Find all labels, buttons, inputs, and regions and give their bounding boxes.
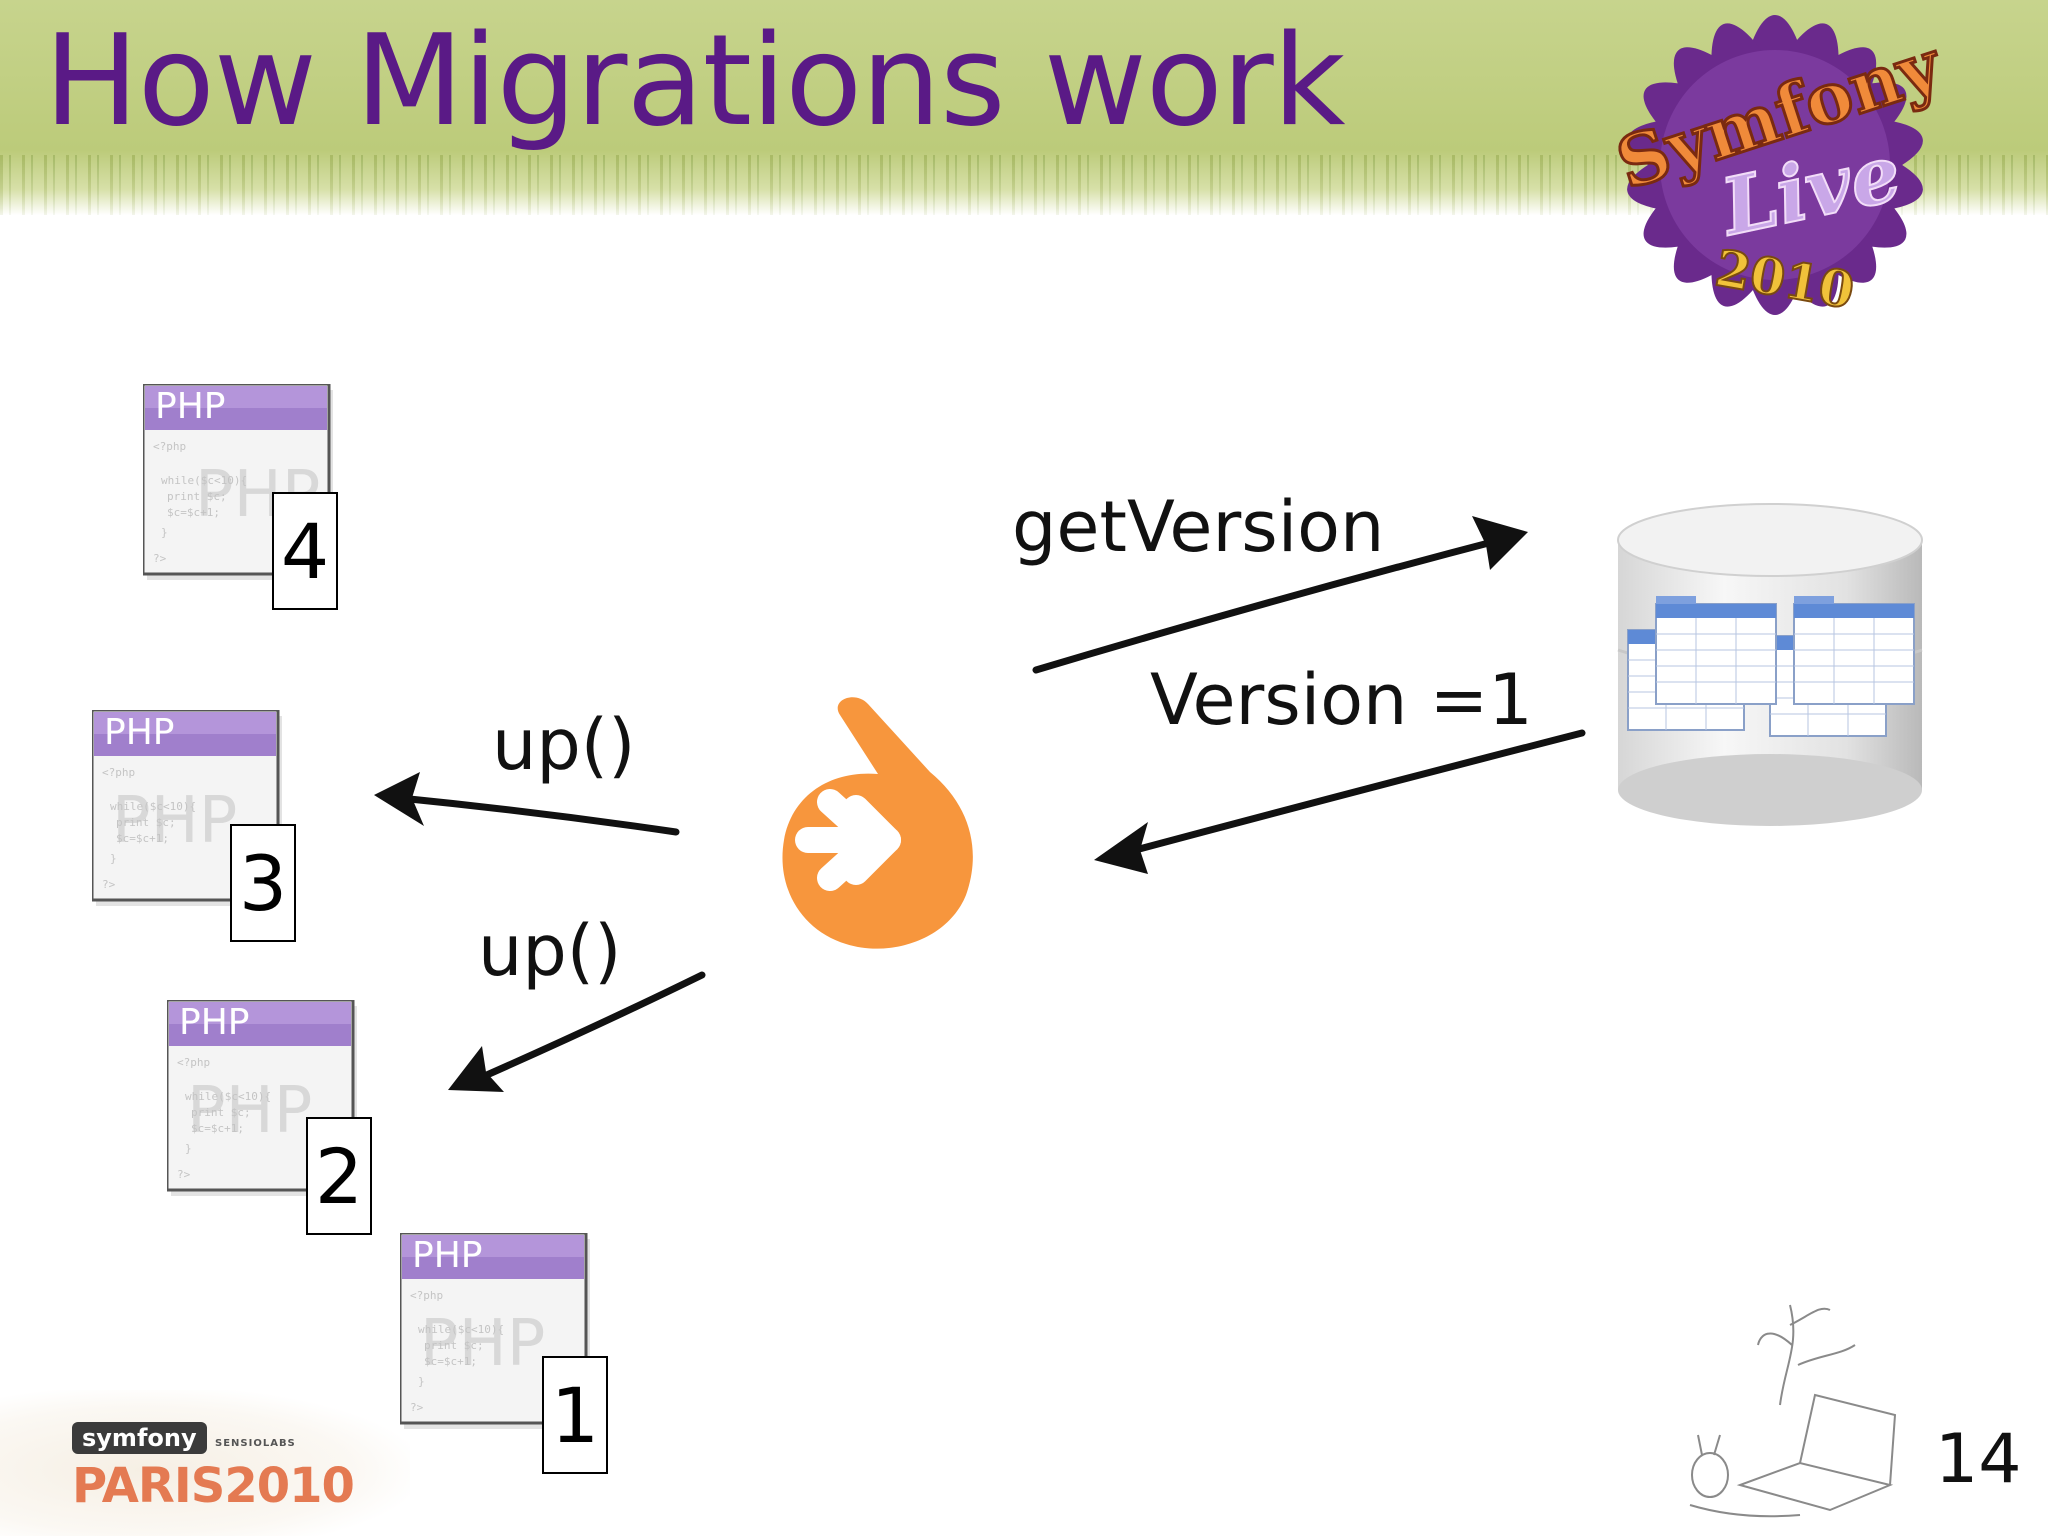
footer-symfony-badge: symfony — [72, 1422, 207, 1454]
svg-text:?>: ?> — [153, 552, 167, 565]
svg-text:while($c<10){: while($c<10){ — [161, 474, 247, 487]
label-up-1: up() — [492, 704, 636, 786]
arrowhead-get-version — [1472, 516, 1528, 570]
footer-paris-2010: PARIS2010 — [72, 1458, 355, 1514]
svg-text:}: } — [110, 852, 117, 865]
database-icon — [1617, 503, 1923, 826]
svg-text:PHP: PHP — [112, 784, 237, 858]
doctrine-logo — [782, 697, 973, 949]
php-badge-label: PHP — [179, 1002, 250, 1043]
label-get-version: getVersion — [1012, 486, 1385, 568]
footer-sensiolabs-label: SENSIOLABS — [215, 1438, 296, 1449]
php-badge-label: PHP — [412, 1235, 483, 1276]
footer-logo-background — [0, 1390, 410, 1536]
php-badge-label: PHP — [155, 386, 226, 427]
arrowhead-up-1 — [374, 772, 424, 826]
migration-number-1: 1 — [542, 1356, 608, 1474]
migration-number-4: 4 — [272, 492, 338, 610]
svg-text:<?php: <?php — [153, 440, 186, 453]
svg-text:<?php: <?php — [177, 1056, 210, 1069]
svg-text:}: } — [185, 1142, 192, 1155]
php-badge-label: PHP — [104, 712, 175, 753]
migration-number-3: 3 — [230, 824, 296, 942]
sketch-laptop-plant-illustration — [1689, 1304, 1897, 1518]
migration-number-2: 2 — [306, 1117, 372, 1235]
svg-text:print $c;: print $c; — [167, 490, 227, 503]
svg-text:?>: ?> — [177, 1168, 191, 1181]
svg-text:?>: ?> — [410, 1401, 424, 1414]
svg-text:print $c;: print $c; — [116, 816, 176, 829]
svg-text:print $c;: print $c; — [191, 1106, 251, 1119]
svg-text:?>: ?> — [102, 878, 116, 891]
svg-text:$c=$c+1;: $c=$c+1; — [191, 1122, 244, 1135]
arrowhead-version-result — [1094, 822, 1148, 874]
php-migration-file-2: PHP <?php while($c<10){ print $c; $c=$c+… — [167, 1000, 359, 1200]
slide-title: How Migrations work — [44, 7, 1346, 154]
svg-text:while($c<10){: while($c<10){ — [110, 800, 196, 813]
arrowhead-up-2 — [448, 1046, 504, 1092]
page-number: 14 — [1935, 1420, 2022, 1499]
php-file-icon: PHP <?php while($c<10){ print $c; $c=$c+… — [167, 1000, 357, 1196]
svg-text:PHP: PHP — [420, 1307, 545, 1381]
label-up-2: up() — [478, 910, 622, 992]
svg-text:<?php: <?php — [102, 766, 135, 779]
symfony-live-logo: Symfony Live 2010 — [1606, 15, 1954, 321]
svg-text:$c=$c+1;: $c=$c+1; — [424, 1355, 477, 1368]
svg-text:$c=$c+1;: $c=$c+1; — [167, 506, 220, 519]
svg-text:}: } — [161, 526, 168, 539]
svg-text:<?php: <?php — [410, 1289, 443, 1302]
svg-text:print $c;: print $c; — [424, 1339, 484, 1352]
svg-text:PHP: PHP — [187, 1074, 312, 1148]
arrow-version-result — [1124, 729, 1586, 856]
label-version-result: Version =1 — [1150, 659, 1533, 741]
svg-text:$c=$c+1;: $c=$c+1; — [116, 832, 169, 845]
svg-text:while($c<10){: while($c<10){ — [185, 1090, 271, 1103]
svg-text:while($c<10){: while($c<10){ — [418, 1323, 504, 1336]
svg-text:}: } — [418, 1375, 425, 1388]
arrow-up-1 — [396, 794, 680, 836]
